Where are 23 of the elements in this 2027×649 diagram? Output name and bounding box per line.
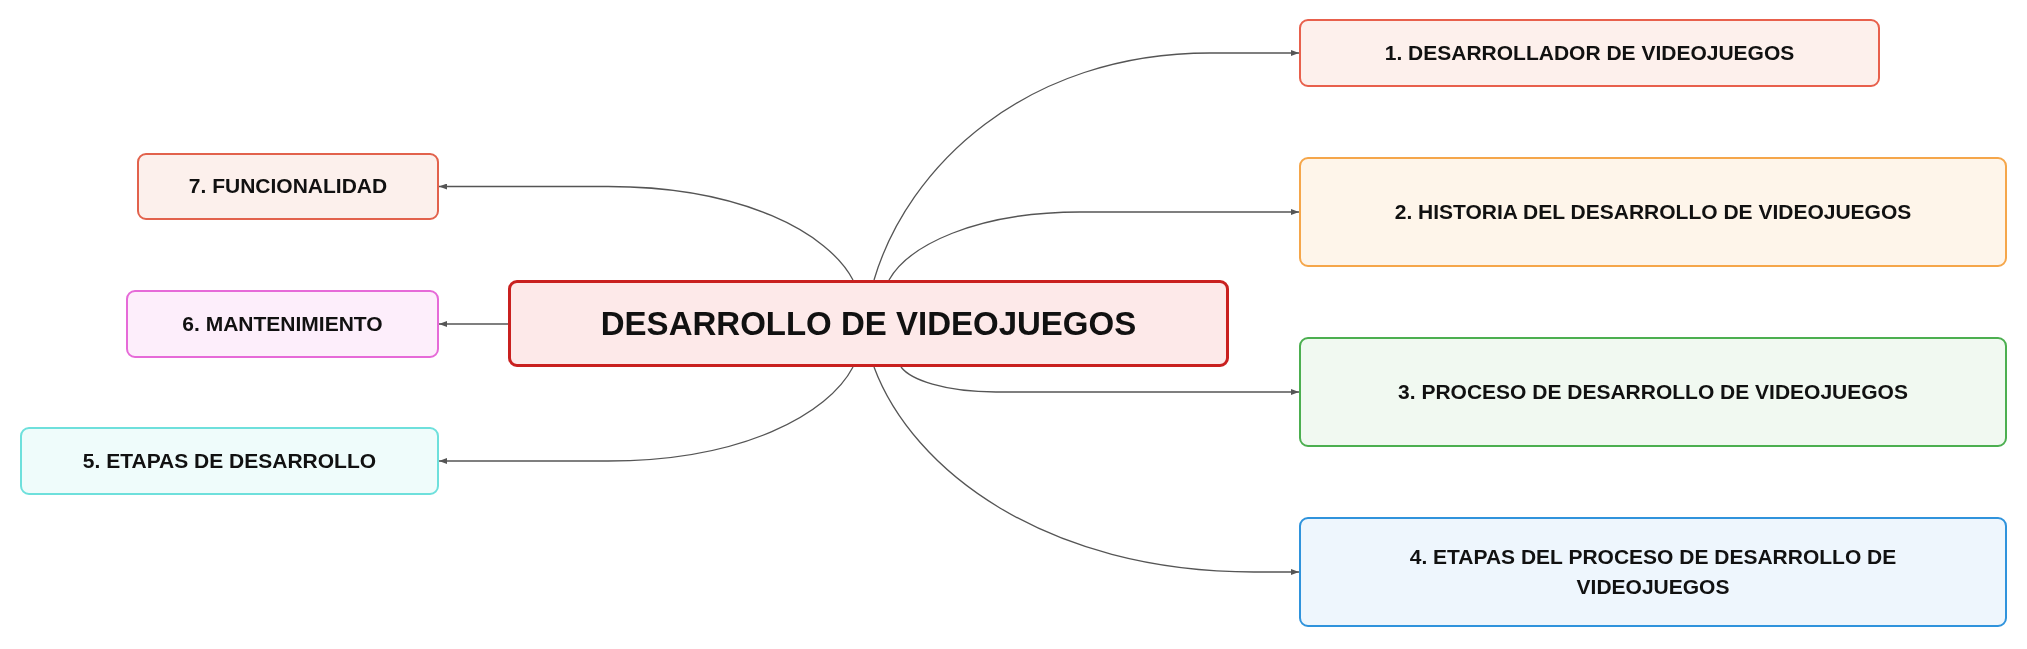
topic-box — [1299, 517, 2007, 627]
connector-arrow — [873, 50, 1300, 281]
connector-arrow — [438, 183, 854, 281]
topic-box — [20, 427, 439, 495]
central-topic-box — [508, 280, 1229, 367]
connector-arrow — [873, 366, 1300, 575]
topic-label: 6. MANTENIMIENTO — [182, 310, 383, 337]
topic-label: 7. FUNCIONALIDAD — [188, 173, 388, 200]
topic-label: 2. HISTORIA DEL DESARROLLO DE VIDEOJUEGOS — [1394, 198, 1912, 225]
topic-label: DESARROLLO DE VIDEOJUEGOS — [600, 303, 1137, 344]
topic-label: 4. ETAPAS DEL PROCESO DE DESARROLLO DE VIDEOJUEGOS — [1408, 543, 1898, 600]
connector-arrow — [438, 366, 854, 464]
topic-box — [1299, 157, 2007, 267]
topic-box — [137, 153, 439, 220]
topic-label: 3. PROCESO DE DESARROLLO DE VIDEOJUEGOS — [1398, 378, 1908, 405]
topic-box — [126, 290, 439, 358]
topic-box — [1299, 19, 1880, 87]
topic-label: 5. ETAPAS DE DESARROLLO — [82, 447, 377, 474]
topic-box — [1299, 337, 2007, 447]
topic-label: 1. DESARROLLADOR DE VIDEOJUEGOS — [1384, 39, 1795, 66]
connector-arrow — [438, 321, 509, 327]
connector-arrow — [888, 209, 1300, 281]
connector-arrow — [900, 366, 1300, 395]
